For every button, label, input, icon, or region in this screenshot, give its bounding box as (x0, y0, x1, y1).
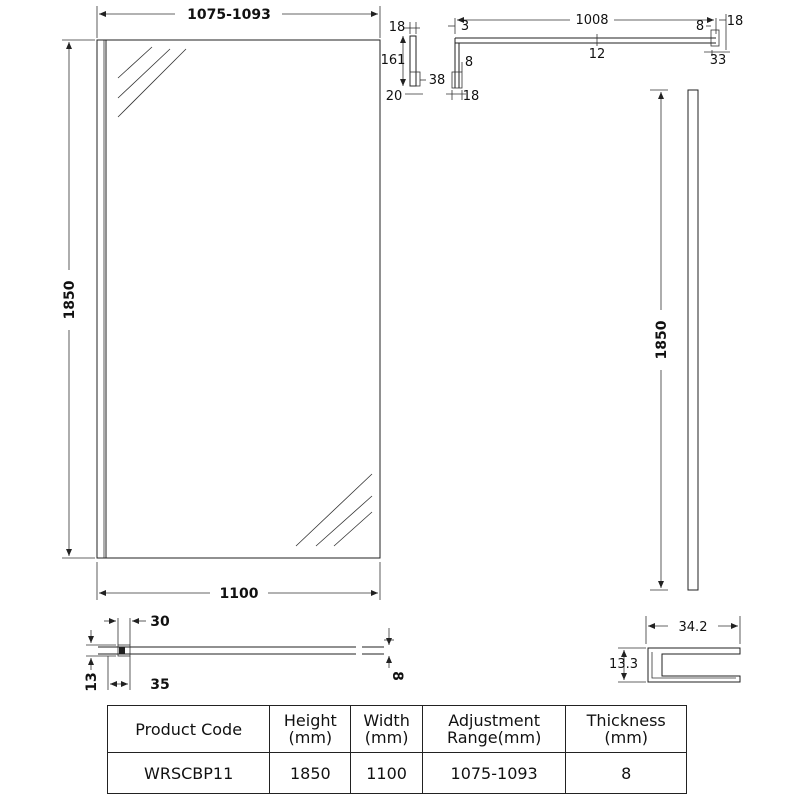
top-length-label: 1008 (575, 13, 608, 28)
spec-table: Product Code Height(mm) Width(mm) Adjust… (106, 705, 687, 794)
header-thickness: Thickness(mm) (565, 705, 687, 753)
header-product-code: Product Code (106, 705, 271, 753)
plan-top-label: 30 (150, 614, 170, 630)
top-right-c-label: 33 (710, 53, 727, 68)
top-lower-b-label: 18 (463, 89, 480, 104)
top-lower-a-label: 8 (465, 55, 473, 70)
header-height: Height(mm) (269, 705, 352, 753)
top-mid-label: 12 (589, 47, 606, 62)
plan-left-label: 13 (84, 672, 100, 691)
spec-table-header-row: Product Code Height(mm) Width(mm) Adjust… (106, 705, 687, 753)
channel-bottom-label: 20 (386, 89, 403, 104)
front-width-label: 1100 (220, 586, 259, 602)
table-row: WRSCBP11 1850 1100 1075-1093 8 (106, 752, 687, 794)
wall-channel-detail: 18 161 38 20 (381, 20, 446, 104)
glass-reflection-bottom (295, 473, 373, 547)
profile-detail: 34.2 13.3 (609, 616, 741, 683)
top-right-a-label: 8 (696, 19, 704, 34)
top-right-b-label: 18 (727, 14, 744, 29)
cell-height: 1850 (269, 752, 352, 794)
front-width-range-label: 1075-1093 (187, 7, 271, 23)
side-glass-edge (687, 89, 699, 591)
profile-shape (647, 647, 741, 683)
glass-panel (96, 39, 381, 559)
side-view: 1850 (650, 89, 699, 591)
glass-reflection-top (117, 46, 187, 118)
side-height-label: 1850 (654, 320, 670, 359)
header-width: Width(mm) (350, 705, 423, 753)
cell-product-code: WRSCBP11 (106, 752, 271, 794)
wall-channel-body (409, 35, 417, 87)
profile-height-label: 13.3 (609, 657, 638, 672)
cell-adjustment-range: 1075-1093 (421, 752, 567, 794)
plan-right-label: 8 (389, 671, 405, 681)
channel-depth-label: 38 (429, 73, 446, 88)
top-left-label: 3 (461, 19, 469, 34)
front-height-label: 1850 (62, 280, 78, 319)
cell-thickness: 8 (565, 752, 687, 794)
cell-width: 1100 (350, 752, 423, 794)
front-view: 1075-1093 1850 1100 (62, 6, 381, 602)
profile-width-label: 34.2 (679, 620, 708, 635)
plan-bottom-label: 35 (150, 677, 169, 693)
top-view: 1008 3 12 8 18 33 8 18 (446, 13, 743, 104)
channel-top-label: 18 (389, 20, 406, 35)
plan-section: 30 13 35 8 (84, 614, 405, 693)
channel-height-label: 161 (381, 53, 406, 68)
